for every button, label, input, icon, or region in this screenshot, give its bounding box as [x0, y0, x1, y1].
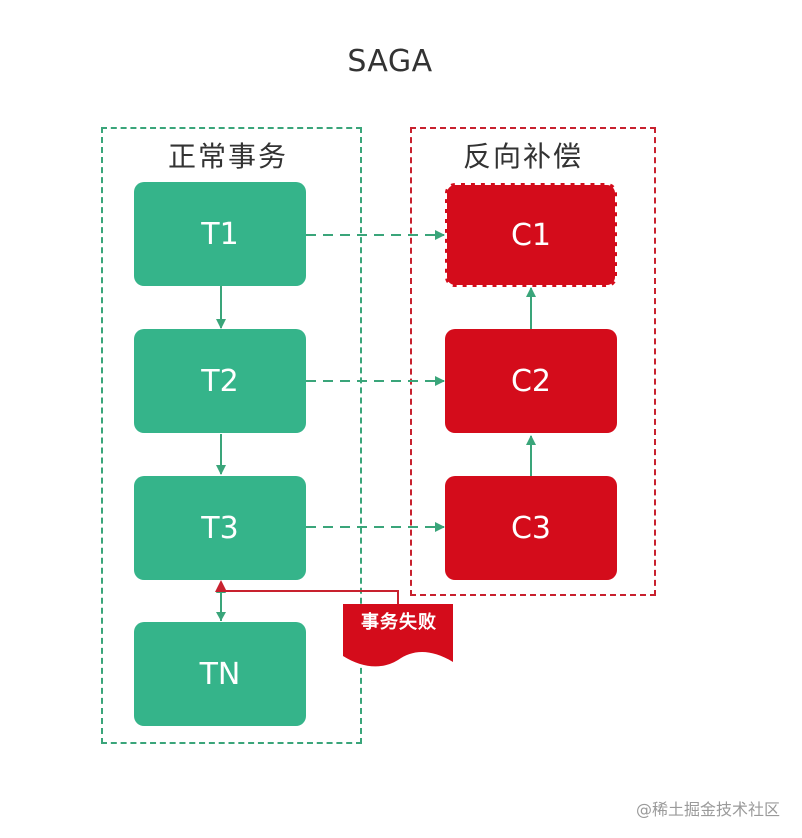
- normal-group-label: 正常事务: [167, 140, 288, 173]
- failure-arrow-head: [215, 580, 227, 592]
- compensation-c3: C3: [445, 476, 617, 580]
- normal-transaction-group: [101, 127, 362, 744]
- transaction-t1: T1: [134, 182, 306, 286]
- failure-connector: [221, 590, 399, 604]
- arrow-down-tn: [216, 612, 226, 621]
- diagram-title: SAGA: [347, 44, 433, 79]
- transaction-t2: T2: [134, 329, 306, 433]
- transaction-tn: TN: [134, 622, 306, 726]
- failure-label: 事务失败: [361, 612, 437, 633]
- failure-document-shape: [343, 604, 453, 667]
- watermark: @稀土掘金技术社区: [635, 800, 780, 819]
- compensation-group: [410, 127, 656, 596]
- compensation-c2: C2: [445, 329, 617, 433]
- compensation-c1: C1: [445, 183, 617, 287]
- compensate-group-label: 反向补偿: [462, 140, 583, 173]
- transaction-t3: T3: [134, 476, 306, 580]
